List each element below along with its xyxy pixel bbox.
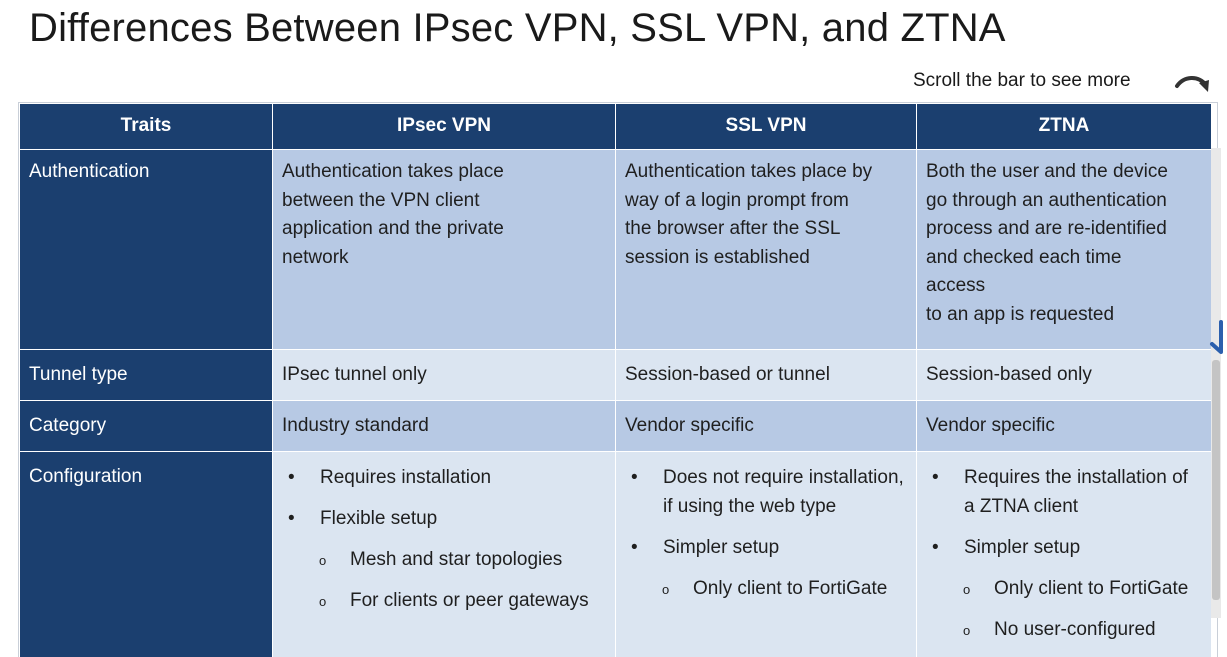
- sub-list-item-text: Only client to FortiGate: [693, 578, 888, 599]
- table-row-authentication: Authentication Authentication takes plac…: [19, 149, 1212, 350]
- text-line: between the VPN client: [282, 189, 480, 211]
- text-line: Authentication takes place by: [625, 161, 873, 182]
- cell-tunnel-ssl: Session-based or tunnel: [615, 349, 917, 401]
- text-line: Both the user and the device: [926, 161, 1168, 182]
- text-line: session is established: [625, 246, 810, 268]
- list-item: • Simpler setup o Only client to FortiGa…: [926, 533, 1202, 644]
- list-item: • Requires installation: [282, 463, 606, 492]
- row-label-authentication: Authentication: [19, 149, 273, 350]
- list-item: • Flexible setup o Mesh and star topolog…: [282, 504, 606, 615]
- table-header-row: Traits IPsec VPN SSL VPN ZTNA: [19, 103, 1212, 150]
- curved-arrow-icon: [1175, 76, 1209, 92]
- bullet-icon: •: [288, 508, 295, 529]
- sub-bullet-list: o Only client to FortiGate o No user-con…: [963, 574, 1202, 644]
- cell-config-ssl: • Does not require installation, if usin…: [615, 451, 917, 657]
- sub-list-item: o For clients or peer gateways: [282, 586, 606, 615]
- row-label-category: Category: [19, 400, 273, 452]
- circle-bullet-icon: o: [662, 582, 670, 597]
- text-line: go through an authentication: [926, 189, 1167, 211]
- header-ssl-vpn: SSL VPN: [615, 103, 917, 150]
- list-item: • Simpler setup o Only client to FortiGa…: [625, 533, 907, 603]
- text-line: process and are re-identified: [926, 218, 1167, 239]
- sub-list-item-text: Mesh and star topologies: [350, 549, 563, 570]
- sub-list-item-text: Only client to FortiGate: [994, 578, 1189, 599]
- comparison-table: Traits IPsec VPN SSL VPN ZTNA Authentica…: [19, 103, 1212, 657]
- cell-auth-ssl: Authentication takes place by way of a l…: [615, 149, 917, 350]
- sub-bullet-list: o Mesh and star topologies o For clients…: [319, 545, 606, 615]
- bullet-list: • Requires the installation of a ZTNA cl…: [926, 463, 1202, 644]
- text-line: Authentication takes place: [282, 161, 504, 182]
- bullet-icon: •: [932, 467, 939, 488]
- text-line: network: [282, 246, 349, 268]
- table-row-configuration: Configuration • Requires installation • …: [19, 451, 1212, 657]
- header-ztna: ZTNA: [916, 103, 1212, 150]
- circle-bullet-icon: o: [319, 594, 327, 609]
- text-line: to an app is requested: [926, 303, 1115, 325]
- text-line: way of a login prompt from: [625, 189, 849, 211]
- sub-list-item: o Mesh and star topologies: [282, 545, 606, 574]
- cell-category-ipsec: Industry standard: [272, 400, 616, 452]
- list-item-text: Simpler setup: [964, 537, 1081, 558]
- scrollbar-thumb[interactable]: [1212, 360, 1220, 600]
- text-line: access: [926, 275, 986, 296]
- row-label-configuration: Configuration: [19, 451, 273, 657]
- slide-title: Differences Between IPsec VPN, SSL VPN, …: [29, 6, 1006, 50]
- sub-bullet-list: o Only client to FortiGate: [662, 574, 907, 603]
- cell-auth-ztna: Both the user and the device go through …: [916, 149, 1212, 350]
- list-item: • Does not require installation, if usin…: [625, 463, 907, 521]
- list-item-text: Simpler setup: [663, 537, 780, 558]
- header-ipsec-vpn: IPsec VPN: [272, 103, 616, 150]
- bullet-icon: •: [631, 467, 638, 488]
- sub-list-item-text: No user-configured: [994, 619, 1156, 640]
- row-label-tunnel-type: Tunnel type: [19, 349, 273, 401]
- list-item: • Requires the installation of a ZTNA cl…: [926, 463, 1202, 521]
- scroll-hint-text: Scroll the bar to see more: [913, 70, 1131, 91]
- circle-bullet-icon: o: [963, 623, 971, 638]
- bullet-icon: •: [932, 537, 939, 558]
- cell-config-ipsec: • Requires installation • Flexible setup…: [272, 451, 616, 657]
- cell-category-ztna: Vendor specific: [916, 400, 1212, 452]
- bullet-list: • Requires installation • Flexible setup…: [282, 463, 606, 615]
- header-traits: Traits: [19, 103, 273, 150]
- text-line: application and the private: [282, 218, 504, 239]
- text-line: the browser after the SSL: [625, 218, 841, 239]
- sub-list-item: o Only client to FortiGate: [625, 574, 907, 603]
- bullet-icon: •: [631, 537, 638, 558]
- text-line: and checked each time: [926, 246, 1122, 268]
- cell-category-ssl: Vendor specific: [615, 400, 917, 452]
- bullet-list: • Does not require installation, if usin…: [625, 463, 907, 603]
- cell-tunnel-ipsec: IPsec tunnel only: [272, 349, 616, 401]
- sub-list-item: o No user-configured: [926, 615, 1202, 644]
- circle-bullet-icon: o: [319, 553, 327, 568]
- list-item-text: Flexible setup: [320, 508, 438, 529]
- pen-stroke-icon: [1210, 320, 1223, 354]
- bullet-icon: •: [288, 467, 295, 488]
- cell-config-ztna: • Requires the installation of a ZTNA cl…: [916, 451, 1212, 657]
- list-item-text: Requires installation: [320, 467, 492, 488]
- cell-auth-ipsec: Authentication takes place between the V…: [272, 149, 616, 350]
- sub-list-item: o Only client to FortiGate: [926, 574, 1202, 603]
- table-row-tunnel-type: Tunnel type IPsec tunnel only Session-ba…: [19, 349, 1212, 401]
- circle-bullet-icon: o: [963, 582, 971, 597]
- table-row-category: Category Industry standard Vendor specif…: [19, 400, 1212, 452]
- cell-tunnel-ztna: Session-based only: [916, 349, 1212, 401]
- sub-list-item-text: For clients or peer gateways: [350, 590, 589, 611]
- list-item-text: Requires the installation of a ZTNA clie…: [964, 467, 1188, 517]
- list-item-text: Does not require installation, if using …: [663, 467, 904, 517]
- comparison-table-viewport[interactable]: Traits IPsec VPN SSL VPN ZTNA Authentica…: [18, 102, 1218, 657]
